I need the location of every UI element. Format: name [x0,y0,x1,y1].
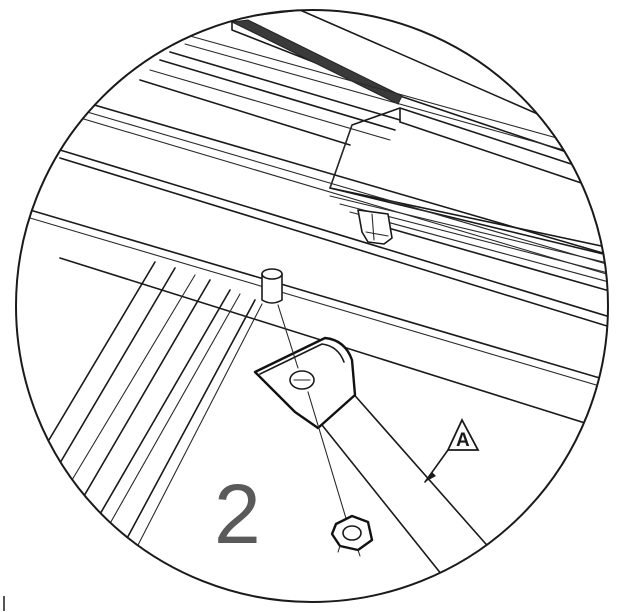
panel-clip [357,209,393,245]
upper-right-panel [329,107,608,295]
left-frame [39,261,263,581]
bolt [261,268,299,369]
detail-contents [29,10,608,586]
callout-a-marker: A [446,417,480,451]
diagonal-strut [317,389,501,586]
step-number: 2 [214,467,261,561]
nut [307,391,374,557]
callout-leader [424,449,449,483]
callout-label: A [456,430,470,451]
top-rail [139,10,608,171]
bracket-plate [253,336,357,430]
detail-circle-border [15,9,609,603]
